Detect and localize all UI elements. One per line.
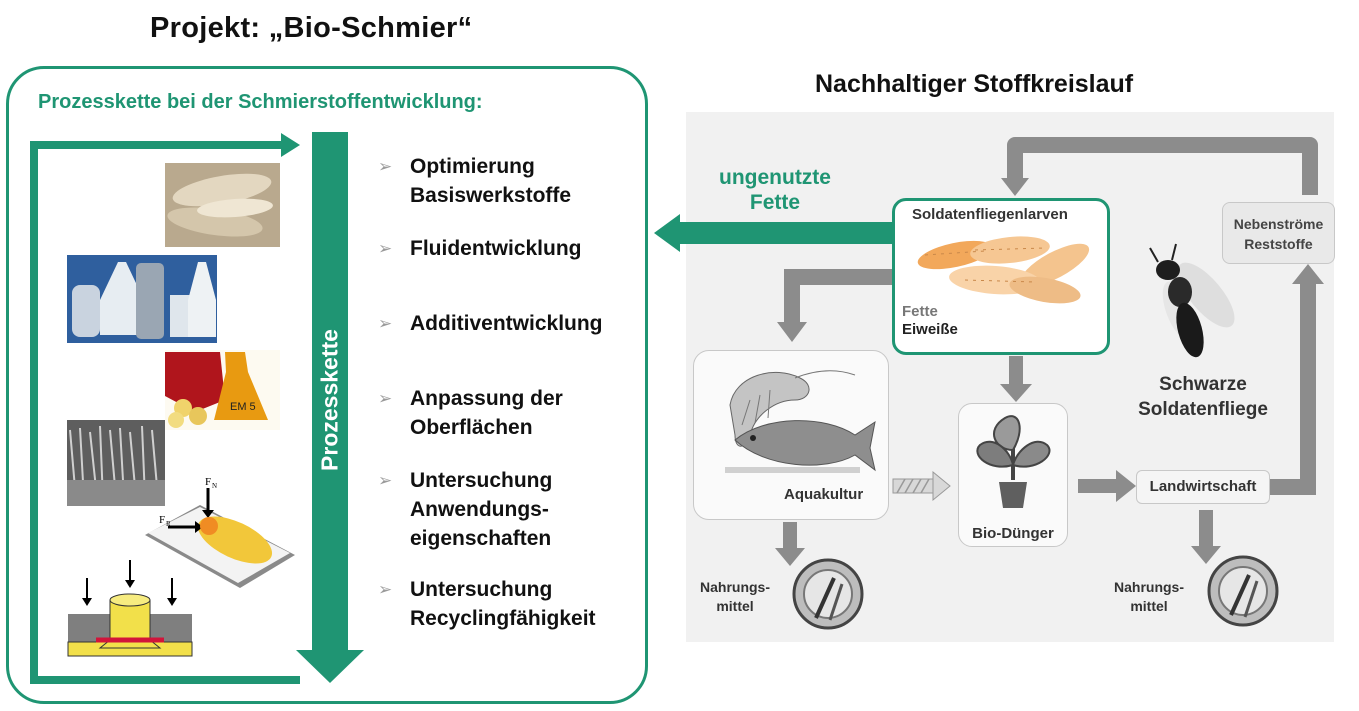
step-line: Untersuchung	[410, 469, 553, 492]
step-line: Optimierung	[410, 155, 535, 178]
process-chain-subtitle: Prozesskette bei der Schmierstoffentwick…	[38, 91, 483, 113]
chevron-right-icon: ➢	[378, 471, 393, 490]
process-arrow-head	[296, 650, 364, 683]
food-left-line1: Nahrungs-	[700, 579, 770, 595]
fly-line1: Schwarze	[1159, 374, 1247, 395]
tribometer-sketch: F N F R	[145, 476, 295, 588]
eiweisse-label: Eiweiße	[902, 321, 958, 338]
chevron-right-icon: ➢	[378, 157, 393, 176]
unused-fats-line1: ungenutzte	[719, 166, 831, 189]
step-item: ➢ Fluidentwicklung	[378, 234, 603, 263]
project-title: Projekt: „Bio-Schmier“	[150, 12, 473, 44]
food-right-line2: mittel	[1130, 598, 1168, 614]
unused-fats-line2: Fette	[749, 191, 801, 214]
lab-bottles-photo	[67, 255, 217, 343]
surface-micrograph	[67, 420, 165, 506]
process-chain-graphics: EM 5 F N F R	[30, 132, 364, 684]
resin-beaker-photo: EM 5	[165, 350, 280, 430]
fr-label: F	[159, 514, 165, 526]
plate-icon	[792, 558, 864, 630]
step-line: Anwendungs-	[410, 498, 549, 521]
process-steps-list: ➢ Optimierung Basiswerkstoffe ➢ Fluident…	[378, 152, 603, 633]
food-left-label: Nahrungs- mittel	[700, 578, 770, 616]
bio-fertilizer-label: Bio-Dünger	[972, 525, 1054, 542]
step-item: ➢ Untersuchung Anwendungs- eigenschaften	[378, 466, 603, 553]
aquaculture-label: Aquakultur	[784, 486, 864, 503]
side-streams-label: Nebenströme Reststoffe	[1222, 214, 1335, 254]
fette-label: Fette	[902, 303, 938, 320]
food-left-line2: mittel	[716, 598, 754, 614]
agriculture-label: Landwirtschaft	[1149, 478, 1257, 495]
shrimp-fish-icon	[725, 370, 876, 473]
larvae-title: Soldatenfliegenlarven	[912, 206, 1068, 223]
side-streams-line2: Reststoffe	[1244, 236, 1313, 252]
unused-fats-arrow-shaft	[676, 222, 892, 244]
fly-line2: Soldatenfliege	[1138, 399, 1268, 420]
fn-label: F	[205, 476, 211, 488]
larvae-icon	[917, 236, 1090, 304]
chevron-right-icon: ➢	[378, 314, 393, 333]
fly-label: Schwarze Soldatenfliege	[1118, 372, 1288, 422]
step-line: Untersuchung	[410, 578, 553, 601]
food-right-label: Nahrungs- mittel	[1114, 578, 1184, 616]
cycle-title: Nachhaltiger Stoffkreislauf	[815, 70, 1134, 98]
larvae-photo	[165, 163, 280, 247]
process-arrow-shaft	[312, 132, 348, 652]
chevron-right-icon: ➢	[378, 389, 393, 408]
unused-fats-label: ungenutzte Fette	[705, 165, 845, 215]
loop-arrow-head	[281, 133, 300, 157]
plate-icon	[1207, 555, 1279, 627]
step-line: Additiventwicklung	[410, 312, 603, 335]
step-item: ➢ Anpassung der Oberflächen	[378, 384, 603, 442]
fr-subscript: R	[166, 520, 171, 528]
loop-arrow	[30, 141, 300, 684]
step-item: ➢ Additiventwicklung	[378, 309, 603, 338]
unused-fats-arrow-head	[654, 214, 680, 252]
process-chain-frame	[6, 66, 648, 704]
beaker-label: EM 5	[230, 401, 256, 413]
step-line: Anpassung der	[410, 387, 563, 410]
step-line: Fluidentwicklung	[410, 237, 582, 260]
step-line: Basiswerkstoffe	[410, 184, 572, 207]
chevron-right-icon: ➢	[378, 580, 393, 599]
side-streams-line1: Nebenströme	[1233, 216, 1324, 232]
side-streams-box	[1222, 202, 1335, 264]
fn-subscript: N	[212, 482, 217, 490]
agriculture-box	[1136, 470, 1270, 504]
step-item: ➢ Untersuchung Recyclingfähigkeit	[378, 575, 603, 633]
forming-tool-sketch	[66, 560, 194, 658]
step-line: Oberflächen	[410, 416, 533, 439]
step-line: Recyclingfähigkeit	[410, 607, 596, 630]
chevron-right-icon: ➢	[378, 239, 393, 258]
step-line: eigenschaften	[410, 527, 552, 550]
step-item: ➢ Optimierung Basiswerkstoffe	[378, 152, 603, 210]
plant-icon	[976, 415, 1051, 508]
food-right-line1: Nahrungs-	[1114, 579, 1184, 595]
fly-icon	[1149, 243, 1235, 358]
